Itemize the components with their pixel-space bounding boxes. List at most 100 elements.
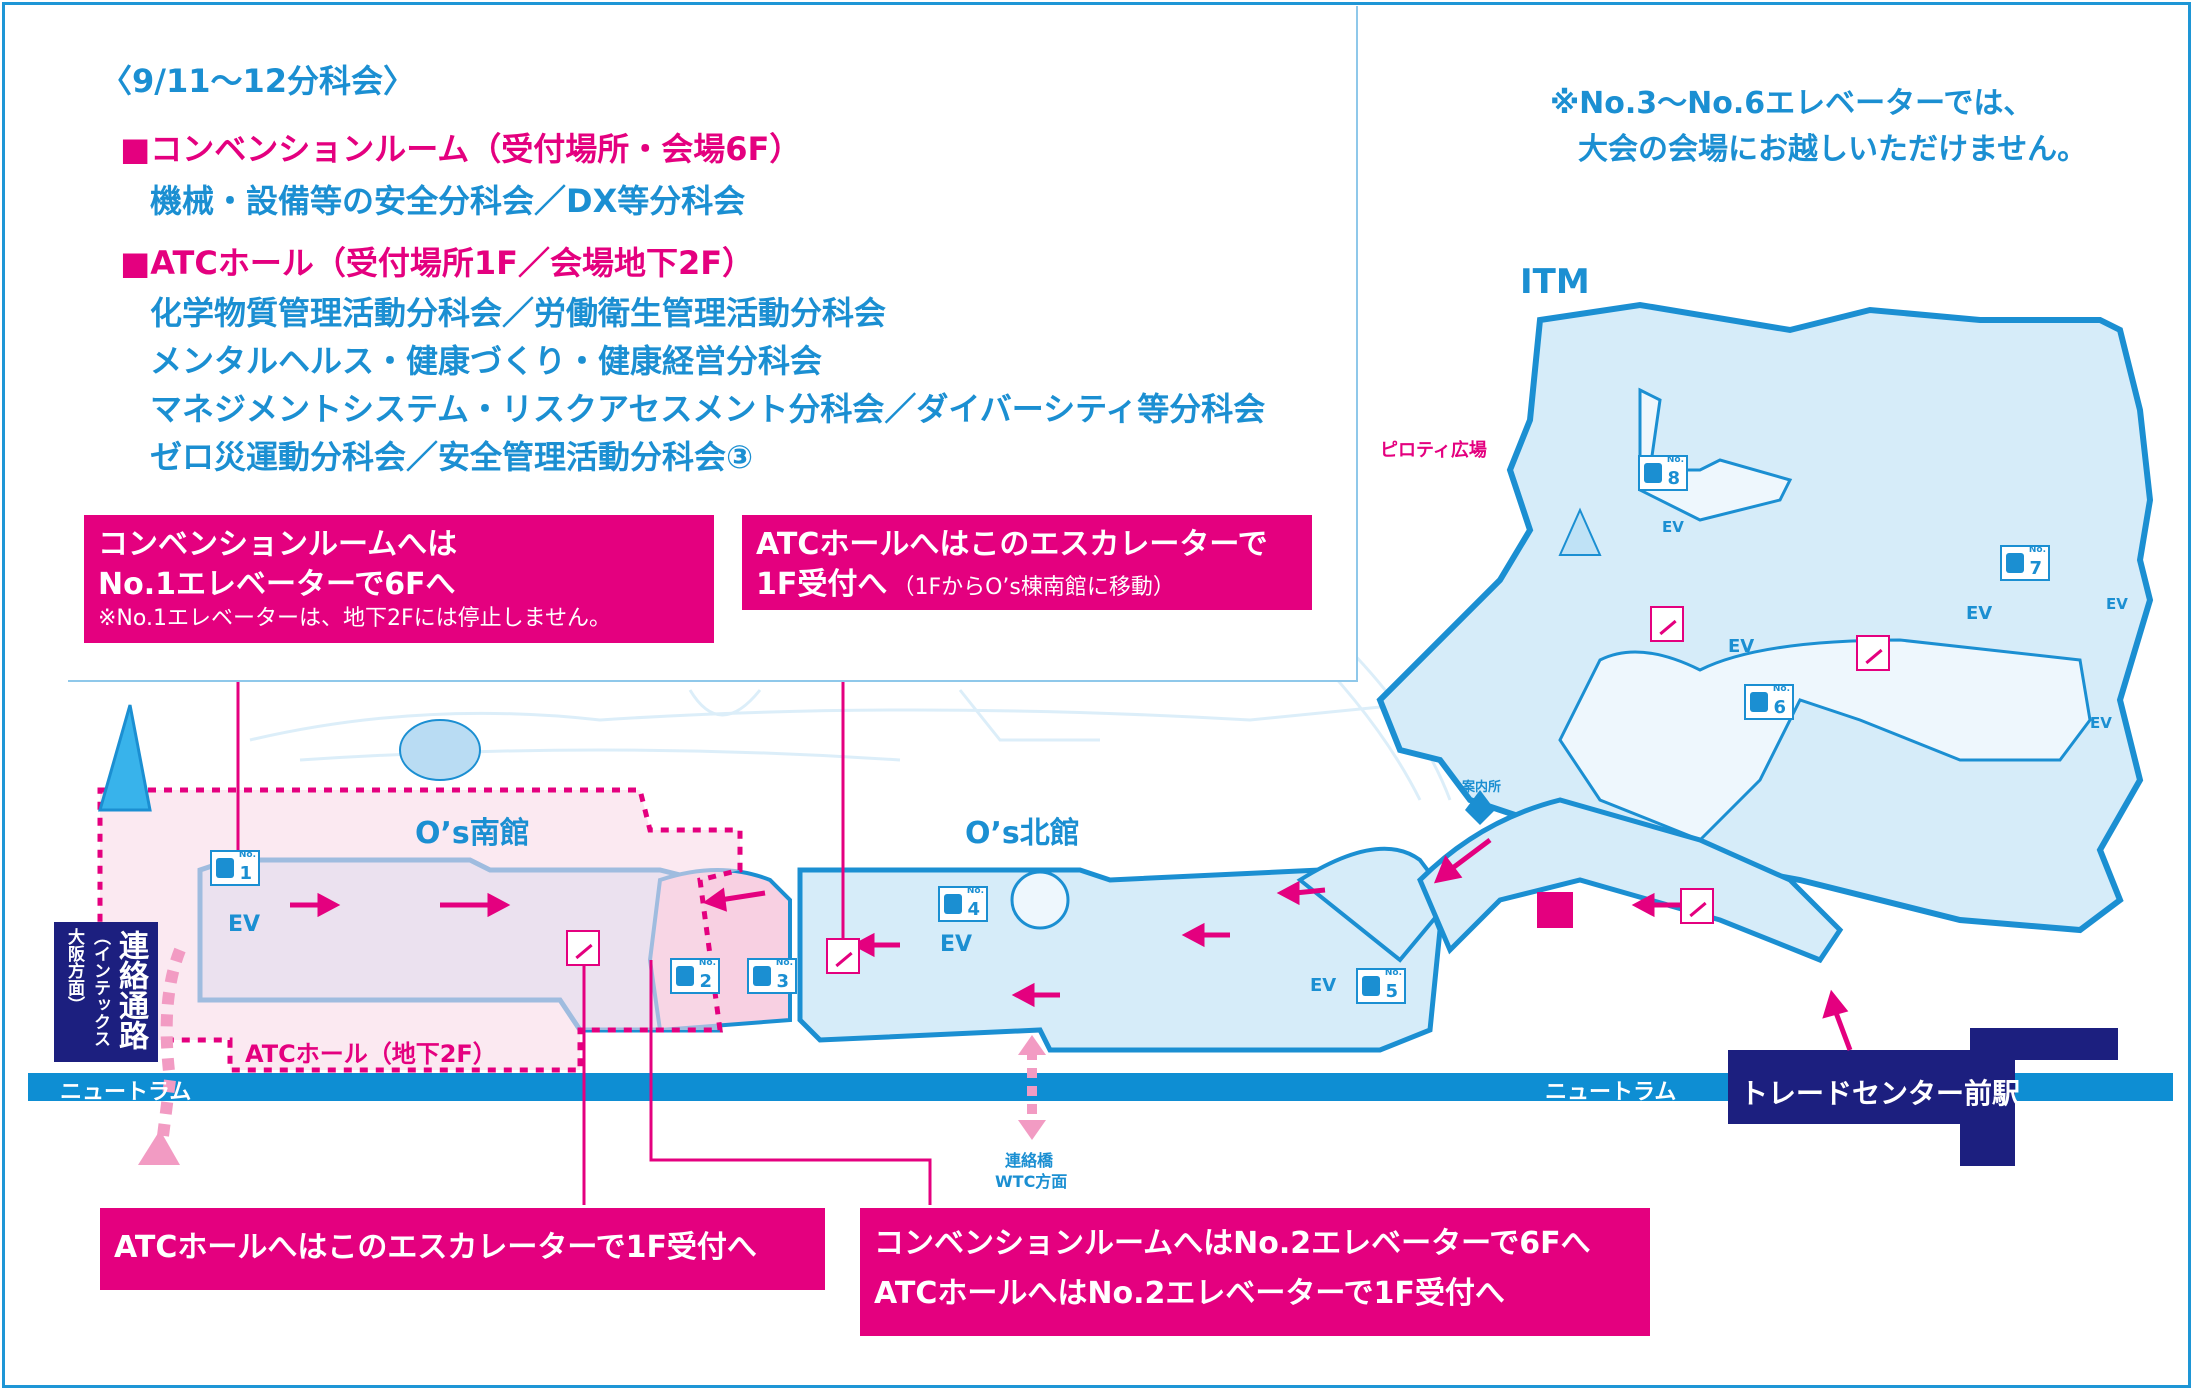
elevator-prefix: No.	[698, 958, 716, 968]
elevator-icon	[676, 966, 694, 986]
escalator-icon-south	[566, 930, 600, 966]
callout-2-line-2-small: （1FからO’s棟南館に移動）	[892, 575, 1175, 600]
elevator-prefix: No.	[1666, 455, 1684, 465]
post-office-icon	[1537, 892, 1573, 928]
elevator-number: 3	[776, 971, 789, 992]
south-drum	[399, 719, 481, 781]
station-block	[1728, 1028, 2118, 1166]
elevator-5: No. 5	[1356, 968, 1406, 1004]
info-title: 〈9/11〜12分科会〉	[100, 62, 416, 100]
elevator-icon	[216, 858, 234, 878]
itm-label: ITM	[1520, 262, 1590, 302]
elevator-3: No. 3	[747, 958, 797, 994]
ev-label-5: EV	[1310, 975, 1337, 996]
info-desk-label: 案内所	[1462, 780, 1502, 795]
elevator-8: No. 8	[1638, 455, 1688, 491]
atc-connector	[1296, 846, 1453, 963]
route-arrows	[290, 838, 1853, 1051]
escalator-icon-north	[826, 938, 860, 974]
elevator-number: 2	[699, 971, 712, 992]
callout-2-line-1: ATCホールへはこのエスカレーターで	[756, 527, 1268, 562]
newtram-label-left: ニュートラム	[60, 1080, 192, 1105]
callout-no1-elevator: コンベンションルームへは No.1エレベーターで6Fへ ※No.1エレベーターは…	[84, 515, 714, 643]
elevator-7: No. 7	[2000, 545, 2050, 581]
elevator-icon	[753, 966, 771, 986]
escalator-icon-link	[1680, 888, 1714, 924]
elevator-number: 4	[967, 899, 980, 920]
convention-items: 機械・設備等の安全分科会／DX等分科会	[150, 182, 746, 220]
callout-1-line-2: No.1エレベーターで6Fへ	[98, 567, 456, 602]
callout-2-line-2: 1F受付へ	[756, 567, 888, 602]
elevator-icon	[1644, 463, 1662, 483]
elevator-number: 8	[1667, 468, 1680, 489]
corridor-main-text: 連絡通路	[113, 930, 148, 1050]
callout-3-line-1: ATCホールへはこのエスカレーターで1F受付へ	[114, 1230, 757, 1265]
elevator-number: 7	[2029, 558, 2042, 579]
intex-arrow-head	[138, 1130, 180, 1165]
os-south-label: O’s南館	[415, 816, 530, 851]
elevator-icon	[2006, 553, 2024, 573]
background-structures	[249, 638, 1452, 801]
station-label: トレードセンター前駅	[1740, 1077, 2021, 1110]
callout-escalator-north: ATCホールへはこのエスカレーターで 1F受付へ （1FからO’s棟南館に移動）	[742, 515, 1312, 610]
elevator-4: No. 4	[938, 886, 988, 922]
itm-building	[1376, 301, 2154, 934]
piloti-label: ピロティ広場	[1380, 440, 1487, 461]
elevator-icon	[944, 894, 962, 914]
convention-heading: ■コンベンションルーム（受付場所・会場6F）	[120, 130, 802, 168]
callout-no2-elevator: コンベンションルームへはNo.2エレベーターで6Fへ ATCホールへはNo.2エ…	[860, 1208, 1650, 1336]
elevator-prefix: No.	[1772, 684, 1790, 694]
os-north-label: O’s北館	[965, 816, 1080, 851]
intex-corridor-label: 連絡通路 （インテックス 大阪方面）	[54, 922, 158, 1062]
atc-item: 化学物質管理活動分科会／労働衛生管理活動分科会	[150, 294, 887, 332]
info-desk-icon	[1465, 790, 1495, 825]
escalator-icon-itm-2	[1856, 635, 1890, 671]
ev-label-8: EV	[1662, 518, 1684, 536]
elevator-prefix: No.	[775, 958, 793, 968]
elevator-prefix: No.	[238, 850, 256, 860]
elevator-number: 6	[1773, 697, 1786, 718]
elevator-prefix: No.	[2028, 545, 2046, 555]
elevator-2: No. 2	[670, 958, 720, 994]
callout-1-line-1: コンベンションルームへは	[98, 527, 458, 562]
elevator-icon	[1362, 976, 1380, 996]
elevator-icon	[1750, 692, 1768, 712]
elevator-6: No. 6	[1744, 684, 1794, 720]
atc-hall-b2-label: ATCホール（地下2F）	[245, 1040, 497, 1068]
itm-link-walkway	[1417, 797, 1844, 964]
atc-item: メンタルヘルス・健康づくり・健康経営分科会	[150, 342, 823, 380]
itm-cone	[1558, 507, 1602, 556]
ev-label-1: EV	[228, 912, 261, 937]
elevator-prefix: No.	[1384, 968, 1402, 978]
bridge-label-2: WTC方面	[995, 1172, 1068, 1191]
callout-escalator-south: ATCホールへはこのエスカレーターで1F受付へ	[100, 1208, 825, 1290]
north-rotunda	[1010, 870, 1070, 930]
callout-4-line-1: コンベンションルームへはNo.2エレベーターで6Fへ	[874, 1226, 1591, 1261]
elevator-number: 1	[239, 863, 252, 884]
south-cone	[98, 704, 152, 812]
ev-label-4: EV	[940, 932, 973, 957]
atc-hall-b2-area	[97, 787, 743, 1073]
bridge-arrow-up	[1018, 1035, 1046, 1055]
elevator-1: No. 1	[210, 850, 260, 886]
elevator-number: 5	[1385, 981, 1398, 1002]
ev-label-6: EV	[1728, 636, 1755, 657]
callout-4-line-2: ATCホールへはNo.2エレベーターで1F受付へ	[874, 1276, 1505, 1311]
bridge-arrow-down	[1018, 1120, 1046, 1140]
atc-item: マネジメントシステム・リスクアセスメント分科会／ダイバーシティ等分科会	[150, 390, 1266, 428]
ev-label-itm-east: EV	[2090, 714, 2112, 732]
newtram-label-right: ニュートラム	[1545, 1080, 1677, 1105]
elevator-prefix: No.	[966, 886, 984, 896]
callout-1-line-3: ※No.1エレベーターは、地下2Fには停止しません。	[98, 606, 611, 631]
ev-label-7b: EV	[2106, 595, 2128, 613]
escalator-icon-itm-1	[1650, 606, 1684, 642]
notice-line-1: ※No.3〜No.6エレベーターでは、	[1550, 86, 2034, 121]
notice-line-2: 大会の会場にお越しいただけません。	[1578, 132, 2088, 167]
corridor-sub-text-1: （インテックス	[90, 928, 110, 1047]
itm-atrium	[1558, 638, 2092, 842]
ev-label-7a: EV	[1966, 603, 1993, 624]
corridor-sub-text-2: 大阪方面）	[64, 928, 84, 1013]
atc-heading: ■ATCホール（受付場所1F／会場地下2F）	[120, 244, 755, 282]
atc-item: ゼロ災運動分科会／安全管理活動分科会③	[150, 438, 754, 476]
